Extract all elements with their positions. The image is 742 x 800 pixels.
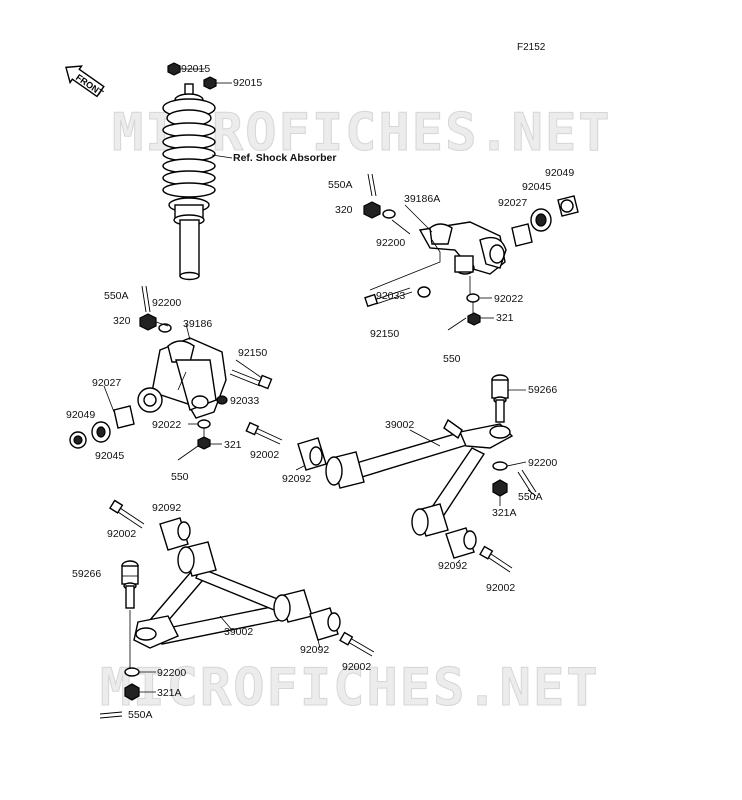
- callout-92092-right: 92092: [438, 560, 467, 572]
- arm-39002-upper: [245, 374, 537, 573]
- callout-39002-upper: 39002: [385, 419, 414, 431]
- callout-92092-lower: 92092: [300, 644, 329, 656]
- callout-92049-right: 92049: [545, 167, 574, 179]
- callout-320-left: 320: [113, 315, 131, 327]
- callout-92092-center: 92092: [282, 473, 311, 485]
- callout-92200-right: 92200: [376, 237, 405, 249]
- callout-92033-left: 92033: [230, 395, 259, 407]
- callout-39002-lower: 39002: [224, 626, 253, 638]
- knuckle-39186: [69, 285, 273, 461]
- callout-92150-left: 92150: [238, 347, 267, 359]
- callout-92015-a: 92015: [181, 63, 210, 75]
- callout-92027-left: 92027: [92, 377, 121, 389]
- callout-92002-right: 92002: [486, 582, 515, 594]
- callout-550A-arm-right: 550A: [518, 491, 543, 503]
- callout-321A-right: 321A: [492, 507, 517, 519]
- callout-92200-lower: 92200: [157, 667, 186, 679]
- callout-39186: 39186: [183, 318, 212, 330]
- callout-92015-b: 92015: [233, 77, 262, 89]
- callout-92045-right: 92045: [522, 181, 551, 193]
- callout-59266-left: 59266: [72, 568, 101, 580]
- knuckle-39186A: [363, 173, 579, 331]
- callout-550A-lower: 550A: [128, 709, 153, 721]
- front-arrow-icon: FRONT: [65, 65, 106, 98]
- callout-92022-right: 92022: [494, 293, 523, 305]
- callout-550A-left: 550A: [104, 290, 129, 302]
- callout-92092-left: 92092: [152, 502, 181, 514]
- callout-92033-right: 92033: [376, 290, 405, 302]
- callout-92200-left: 92200: [152, 297, 181, 309]
- callout-550-right: 550: [443, 353, 461, 365]
- callout-92002-center: 92002: [250, 449, 279, 461]
- callout-92200-arm-right: 92200: [528, 457, 557, 469]
- callout-92150-right: 92150: [370, 328, 399, 340]
- callout-92049-left: 92049: [66, 409, 95, 421]
- callout-321A-lower: 321A: [157, 687, 182, 699]
- callout-92002-left: 92002: [107, 528, 136, 540]
- callout-59266-right: 59266: [528, 384, 557, 396]
- ref-shock-absorber-label: Ref. Shock Absorber: [233, 152, 336, 164]
- callout-39186A: 39186A: [404, 193, 440, 205]
- callout-92022-left: 92022: [152, 419, 181, 431]
- callout-92027-right: 92027: [498, 197, 527, 209]
- callout-550A-right: 550A: [328, 179, 353, 191]
- nut-92015-second: [203, 76, 217, 90]
- callout-92002-lower: 92002: [342, 661, 371, 673]
- callout-550-left: 550: [171, 471, 189, 483]
- callout-321-right: 321: [496, 312, 514, 324]
- nut-92015-top: [167, 62, 181, 76]
- diagram-code: F2152: [517, 42, 546, 53]
- watermark-bottom: MICROFICHES.NET: [100, 658, 600, 718]
- callout-320-right: 320: [335, 204, 353, 216]
- shock-absorber: [162, 62, 233, 281]
- arm-39002-lower: [99, 499, 375, 719]
- callout-321-left: 321: [224, 439, 242, 451]
- callout-92045-left: 92045: [95, 450, 124, 462]
